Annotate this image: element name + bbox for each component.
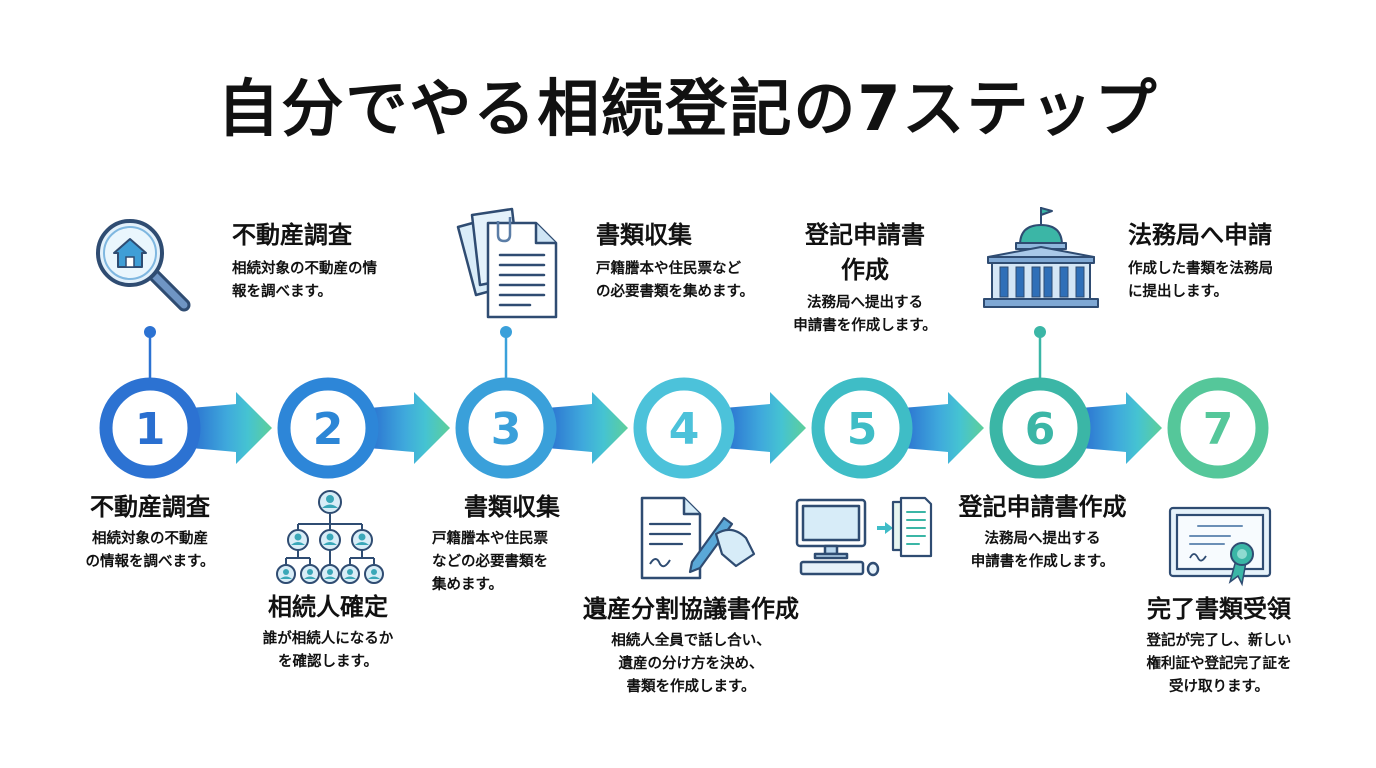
step-circle-3 bbox=[455, 377, 557, 479]
step-3-bottom-group: 書類収集 戸籍謄本や住民票 などの必要書類を 集めます。 bbox=[432, 492, 592, 598]
step-6-top-desc: 作成した書類を法務局 に提出します。 bbox=[1128, 258, 1273, 304]
desc-line: 戸籍謄本や住民票など bbox=[596, 261, 741, 277]
step-6-desc: 法務局へ提出する 申請書を作成します。 bbox=[935, 528, 1150, 574]
step-circles bbox=[99, 377, 1269, 479]
step-6-top-title: 法務局へ申請 bbox=[1128, 221, 1272, 249]
step-1-top-desc: 相続対象の不動産の情 報を調べます。 bbox=[232, 258, 377, 304]
step-circle-6 bbox=[989, 377, 1091, 479]
title-line: 登記申請書 bbox=[805, 221, 925, 249]
step-7-desc: 登記が完了し、新しい 権利証や登記完了証を 受け取ります。 bbox=[1112, 630, 1326, 700]
step-4-desc: 相続人全員で話し合い、 遺産の分け方を決め、 書類を作成します。 bbox=[556, 630, 826, 700]
arrow-3-4 bbox=[546, 392, 628, 464]
step-number-3: 3 bbox=[491, 404, 522, 455]
step-2-desc: 誰が相続人になるか を確認します。 bbox=[228, 628, 428, 674]
title-line: 作成 bbox=[841, 255, 889, 284]
step-6-top-group: 法務局へ申請 作成した書類を法務局 に提出します。 bbox=[1128, 220, 1273, 304]
step-1-top-title: 不動産調査 bbox=[232, 221, 352, 249]
connector-pins bbox=[144, 326, 1046, 378]
step-4-title: 遺産分割協議書作成 bbox=[583, 595, 799, 623]
desc-line: 申請書を作成します。 bbox=[970, 554, 1115, 571]
step-circle-7 bbox=[1167, 377, 1269, 479]
step-7-title: 完了書類受領 bbox=[1147, 595, 1291, 623]
step-1-title: 不動産調査 bbox=[90, 493, 210, 521]
desc-line: 書類を作成します。 bbox=[626, 679, 756, 696]
step-1-desc: 相続対象の不動産 の情報を調べます。 bbox=[60, 528, 240, 574]
desc-line: 申請書を作成します。 bbox=[793, 317, 937, 334]
desc-line: 戸籍謄本や住民票 bbox=[432, 531, 548, 547]
step-circle-5 bbox=[811, 377, 913, 479]
desc-line: などの必要書類を bbox=[432, 554, 548, 571]
courthouse-icon bbox=[983, 207, 1099, 308]
desc-line: に提出します。 bbox=[1128, 284, 1229, 301]
desc-line: 受け取ります。 bbox=[1168, 679, 1270, 696]
step-4-bottom-group: 遺産分割協議書作成 相続人全員で話し合い、 遺産の分け方を決め、 書類を作成しま… bbox=[556, 594, 826, 700]
arrow-5-6 bbox=[902, 392, 984, 464]
desc-line: 報を調べます。 bbox=[232, 284, 333, 301]
step-5-top-desc: 法務局へ提出する 申請書を作成します。 bbox=[760, 292, 970, 338]
step-circle-1 bbox=[99, 377, 201, 479]
desc-line: 相続対象の不動産の情 bbox=[232, 261, 377, 277]
desc-line: 遺産の分け方を決め、 bbox=[618, 656, 764, 673]
step-number-7: 7 bbox=[1203, 404, 1234, 455]
documents-icon bbox=[456, 207, 558, 319]
arrow-6-7 bbox=[1080, 392, 1162, 464]
step-6-title: 登記申請書作成 bbox=[958, 493, 1127, 521]
flow-arrows bbox=[190, 392, 1162, 464]
signing-document-icon bbox=[640, 496, 756, 580]
step-3-desc: 戸籍謄本や住民票 などの必要書類を 集めます。 bbox=[432, 528, 592, 598]
certificate-icon bbox=[1168, 506, 1272, 587]
desc-line: 相続対象の不動産 bbox=[92, 531, 208, 547]
step-1-bottom-group: 不動産調査 相続対象の不動産 の情報を調べます。 bbox=[60, 492, 240, 574]
computer-documents-icon bbox=[795, 496, 933, 577]
step-2-bottom-group: 相続人確定 誰が相続人になるか を確認します。 bbox=[228, 592, 428, 674]
step-3-title: 書類収集 bbox=[464, 493, 560, 521]
desc-line: 相続人全員で話し合い、 bbox=[611, 633, 771, 649]
arrow-2-3 bbox=[368, 392, 450, 464]
step-7-bottom-group: 完了書類受領 登記が完了し、新しい 権利証や登記完了証を 受け取ります。 bbox=[1112, 594, 1326, 700]
desc-line: の必要書類を集めます。 bbox=[596, 284, 755, 301]
desc-line: 法務局へ提出する bbox=[984, 531, 1101, 547]
step-3-top-title: 書類収集 bbox=[596, 221, 692, 249]
step-6-bottom-group: 登記申請書作成 法務局へ提出する 申請書を作成します。 bbox=[935, 492, 1150, 574]
arrow-1-2 bbox=[190, 392, 272, 464]
desc-line: 権利証や登記完了証を bbox=[1146, 656, 1292, 673]
step-5-top-title: 登記申請書 作成 bbox=[760, 218, 970, 288]
desc-line: 法務局へ提出する bbox=[807, 294, 923, 311]
step-number-4: 4 bbox=[669, 404, 700, 455]
desc-line: 作成した書類を法務局 bbox=[1128, 261, 1273, 277]
desc-line: 集めます。 bbox=[432, 577, 504, 594]
step-3-top-desc: 戸籍謄本や住民票など の必要書類を集めます。 bbox=[596, 258, 754, 304]
step-circle-2 bbox=[277, 377, 379, 479]
step-3-top-group: 書類収集 戸籍謄本や住民票など の必要書類を集めます。 bbox=[596, 220, 754, 304]
step-2-title: 相続人確定 bbox=[268, 593, 388, 621]
desc-line: 誰が相続人になるか bbox=[262, 631, 394, 647]
step-number-6: 6 bbox=[1025, 404, 1056, 455]
step-circle-4 bbox=[633, 377, 735, 479]
arrow-4-5 bbox=[724, 392, 806, 464]
desc-line: を確認します。 bbox=[277, 654, 379, 671]
step-1-top-group: 不動産調査 相続対象の不動産の情 報を調べます。 bbox=[232, 220, 377, 304]
magnifier-house-icon bbox=[96, 219, 191, 312]
step-number-2: 2 bbox=[313, 404, 344, 455]
desc-line: の情報を調べます。 bbox=[85, 554, 215, 571]
desc-line: 登記が完了し、新しい bbox=[1146, 633, 1292, 649]
step-number-5: 5 bbox=[847, 404, 878, 455]
step-5-top-group: 登記申請書 作成 法務局へ提出する 申請書を作成します。 bbox=[760, 218, 970, 338]
family-tree-icon bbox=[276, 490, 384, 584]
page-title: 自分でやる相続登記の7ステップ bbox=[217, 72, 1159, 145]
step-number-1: 1 bbox=[135, 404, 166, 455]
